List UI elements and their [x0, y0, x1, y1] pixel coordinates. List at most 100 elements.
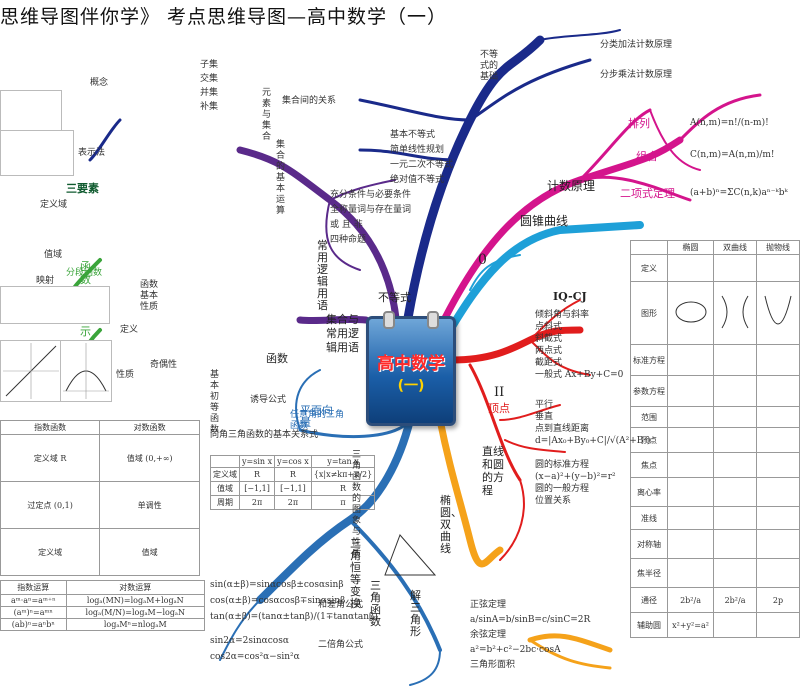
- conic-row-label: 焦半径: [630, 558, 668, 588]
- exp-fixed: 过定点 (0,1): [0, 481, 101, 529]
- exp-rule-1: aᵐ·aⁿ=aᵐ⁺ⁿ: [0, 594, 67, 607]
- latus-ellipse: 2b²/a: [666, 587, 715, 613]
- binom-formula: (a+b)ⁿ=ΣC(n,k)aⁿ⁻ᵏbᵏ: [690, 188, 788, 198]
- row-range: 值域: [99, 528, 200, 576]
- left-graph-box: [0, 340, 62, 402]
- trig-graph-prop: 三角函数的图象与性质: [352, 450, 362, 559]
- set-ops: 集合的基本运算: [276, 140, 286, 216]
- graph-icon: [3, 343, 59, 399]
- solve-area: 三角形面积: [470, 660, 516, 670]
- branch-inequality: [403, 35, 545, 323]
- lc-general: 一般式 Ax+By+C=0: [535, 370, 624, 380]
- set-subset: 子集: [200, 60, 219, 70]
- trig-table: y=sin x y=cos x y=tan x 定义域 R R {x|x≠kπ+…: [210, 455, 376, 510]
- lc-intercept: 截距式: [535, 358, 563, 368]
- lc-circle-gen: 圆的一般方程: [535, 484, 590, 494]
- branch-label-line-circle: 直线和圆的方程: [482, 445, 504, 497]
- solve-law-cos: a²=b²+c²−2bc·cosA: [470, 645, 561, 655]
- branch-label-function: 函数: [266, 352, 288, 365]
- set-union: 并集: [200, 88, 219, 98]
- left-range: 值域: [44, 250, 63, 260]
- conic-row-label: 定义: [630, 254, 668, 282]
- branch-label-set-logic: 集合与常用逻辑用语: [326, 313, 359, 354]
- triangle-figure-icon: [384, 534, 437, 576]
- trig-sum-diff: 和差角公式: [318, 600, 364, 610]
- left-parity: 奇偶性: [150, 360, 178, 370]
- left-define-domain: 定义域: [40, 200, 68, 210]
- lc-pos-rel: 位置关系: [535, 496, 572, 506]
- counting-binomial: 二项式定理: [620, 187, 675, 200]
- conic-row-label: 焦点: [630, 452, 668, 478]
- trig-cell: 2π: [274, 495, 312, 510]
- exp-rule-2: (aᵐ)ⁿ=aᵐⁿ: [0, 606, 67, 619]
- conic-row-label: 顶点: [630, 427, 668, 453]
- trig-cell: [−1,1]: [274, 481, 312, 496]
- counting-perm: 排列: [628, 117, 650, 130]
- parabola-graph-icon: [764, 295, 792, 325]
- branch-label-ellipse: 椭圆、双曲线: [440, 494, 462, 555]
- left-mapping: 映射: [36, 276, 55, 286]
- conic-row-label: 准线: [630, 506, 668, 530]
- log-ops-header: 对数运算: [65, 580, 206, 595]
- set-complement: 补集: [200, 102, 219, 112]
- branch-conic: [446, 221, 644, 334]
- graph-icon: [63, 343, 109, 399]
- set-elements: 元素与集合: [262, 88, 272, 142]
- branch-label-ii: II: [494, 385, 505, 400]
- counting-step: 分步乘法计数原理: [600, 70, 673, 80]
- conic-row-label: 标准方程: [630, 344, 668, 376]
- conic-table: 椭圆 双曲线 抛物线 定义 图形 标准方程 参数方程 范围 顶点 焦点 离心率 …: [630, 240, 800, 638]
- lc-circle-std: 圆的标准方程: [535, 460, 590, 470]
- latus-para: 2p: [756, 587, 800, 613]
- trig-col-sin: y=sin x: [238, 455, 276, 468]
- hyperbola-graph-icon: [721, 295, 749, 329]
- branch-label-inequality-basics: 不等式的基础: [480, 50, 499, 82]
- branch-ellipse: [436, 416, 504, 568]
- set-four-propositions: 四种命题: [330, 235, 367, 245]
- trig-cell: R: [274, 467, 312, 482]
- conic-header-hyperbola: 双曲线: [713, 240, 758, 255]
- center-topic: 高中数学 (一): [366, 311, 456, 426]
- left-definition: 定义: [120, 325, 139, 335]
- exp-domain: 定义域 R: [0, 434, 101, 482]
- perm-formula: A(n,m)=n!/(n-m)!: [690, 118, 769, 128]
- trig-row-range: 值域: [210, 481, 240, 496]
- trig-unit-circle: 任意角的三角函数: [290, 410, 345, 431]
- branch-counting: [441, 136, 684, 322]
- branch-label-iqcj: IQ-CJ: [553, 290, 587, 303]
- solve-cos-rule: 余弦定理: [470, 630, 507, 640]
- ineq-linear-prog: 简单线性规划: [390, 145, 445, 155]
- trig-row-period: 周期: [210, 495, 240, 510]
- formula-tan: tan(α±β)=(tanα±tanβ)/(1∓tanαtanβ): [210, 612, 378, 622]
- conic-header-ellipse: 椭圆: [666, 240, 715, 255]
- exp-range: 值域 (0,+∞): [99, 434, 200, 482]
- binder-ring-icon: [383, 311, 395, 329]
- branch-label-vector: 平面向量: [300, 404, 333, 429]
- comb-formula: C(n,m)=A(n,m)/m!: [690, 150, 775, 160]
- solve-sine-rule: 正弦定理: [470, 600, 507, 610]
- conic-row-label: 对称轴: [630, 529, 668, 559]
- trig-same-angle: 同角三角函数的基本关系式: [210, 430, 319, 440]
- lc-perp: 垂直: [535, 412, 554, 422]
- latus-hyper: 2b²/a: [713, 587, 758, 613]
- set-or-and-not: 或 且 非: [330, 220, 363, 230]
- trig-cell: [−1,1]: [238, 481, 276, 496]
- lc-circle-eq: (x−a)²+(y−b)²=r²: [535, 472, 616, 482]
- lc-slope: 倾斜角与斜率: [535, 310, 590, 320]
- row-def: 定义域: [0, 528, 101, 576]
- branch-label-common-logic: 常用逻辑用语: [317, 239, 328, 312]
- exp-func-header: 指数函数: [0, 420, 101, 435]
- log-rule-1: logₐ(MN)=logₐM+logₐN: [65, 594, 206, 607]
- aux-circle: x²+y²=a²: [666, 612, 715, 638]
- ops-header: 指数运算: [0, 580, 67, 595]
- trig-ind-formula: 诱导公式: [250, 395, 287, 405]
- exp-rule-3: (ab)ⁿ=aⁿbⁿ: [0, 618, 67, 631]
- set-relation: 集合间的关系: [282, 96, 337, 106]
- lc-point-slope: 点斜式: [535, 322, 563, 332]
- trig-double: 二倍角公式: [318, 640, 364, 650]
- counting-comb: 组合: [636, 150, 658, 163]
- branch-label-solve-tri: 解三角形: [410, 589, 421, 638]
- ineq-quad: 一元二次不等式: [390, 160, 454, 170]
